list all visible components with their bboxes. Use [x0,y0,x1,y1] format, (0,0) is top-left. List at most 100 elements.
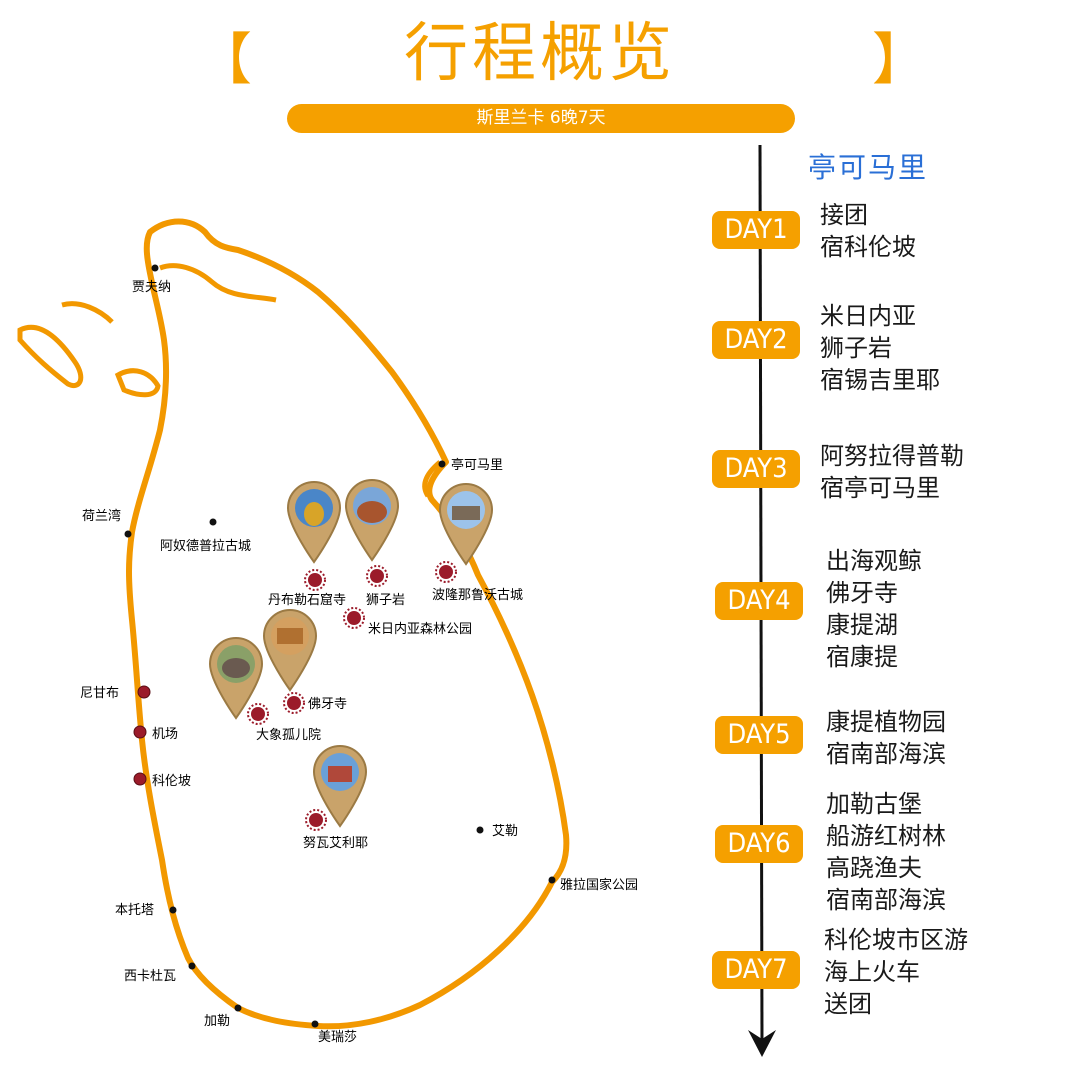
island-1 [17,324,84,388]
city-hikkaduwa: 西卡杜瓦 [124,962,196,984]
day-item: 送团 [824,990,872,1018]
day-items: 接团 宿科伦坡 [820,199,916,263]
elephant-label: 大象孤儿院 [256,728,321,743]
day-item: 宿南部海滨 [826,740,946,768]
day-item: 康提湖 [826,611,898,639]
day-item: 宿科伦坡 [820,233,916,261]
timeline-start-label: 亭可马里 [808,151,929,184]
page-title: 行程概览 [404,17,676,91]
mirissa-label: 美瑞莎 [318,1030,357,1045]
day-row: DAY4 [715,582,803,620]
yala-label: 雅拉国家公园 [560,877,638,893]
negombo-label: 尼甘布 [80,686,119,701]
title-bracket-left: 【 [196,28,252,93]
day-item: 康提植物园 [826,708,946,736]
city-colombo: 科伦坡 [133,772,191,789]
airport-label: 机场 [152,727,178,742]
city-airport: 机场 [133,725,178,742]
day-badge: DAY3 [712,450,800,488]
day-item: 米日内亚 [820,302,916,330]
polonnaruwa-label: 波隆那鲁沃古城 [432,588,523,603]
day-item: 宿南部海滨 [826,886,946,914]
colombo-label: 科伦坡 [152,774,191,789]
city-galle: 加勒 [204,1004,242,1029]
city-trincomalee: 亭可马里 [438,457,503,473]
day-item: 船游红树林 [826,822,946,850]
day-row: DAY1 [712,211,800,249]
title-bracket-right: 】 [872,28,928,93]
anuradhapura-label: 阿奴德普拉古城 [160,538,251,554]
city-anuradhapura: 阿奴德普拉古城 [160,518,251,554]
day-badge: DAY4 [715,582,803,620]
tooth-temple-label: 佛牙寺 [308,697,347,712]
day-item: 高跷渔夫 [826,854,922,882]
day-item: 佛牙寺 [826,579,898,607]
day-item: 科伦坡市区游 [824,926,968,954]
minneriya-label: 米日内亚森林公园 [368,621,472,637]
day-items: 科伦坡市区游 海上火车 送团 [824,924,968,1020]
day-item: 出海观鲸 [826,547,922,575]
spot-sigiriya: 狮子岩 [366,565,405,608]
day-badge: DAY1 [712,211,800,249]
spot-minneriya: 米日内亚森林公园 [343,607,472,637]
day-item: 接团 [820,201,868,229]
jaffna-label: 贾夫纳 [132,280,171,295]
day-row: DAY6 [715,825,803,863]
day-badge: DAY6 [715,825,803,863]
trincomalee-label: 亭可马里 [451,457,503,473]
island-3 [61,301,114,324]
day-item: 宿亭可马里 [820,474,940,502]
day-items: 米日内亚 狮子岩 宿锡吉里耶 [820,300,940,396]
pin-tooth-temple-photo [262,608,318,692]
trinco-bay [422,460,442,498]
hikkaduwa-label: 西卡杜瓦 [124,969,176,984]
spot-polonnaruwa: 波隆那鲁沃古城 [432,561,523,603]
day-item: 海上火车 [824,958,920,986]
day-badge: DAY7 [712,951,800,989]
galle-label: 加勒 [204,1014,230,1029]
island-2 [114,368,161,398]
city-negombo: 尼甘布 [80,685,151,701]
day-row: DAY2 [712,321,800,359]
pin-nuwara-eliya-photo [312,744,368,828]
day-badge: DAY5 [715,716,803,754]
day-item: 狮子岩 [820,334,892,362]
day-item: 阿努拉得普勒 [820,442,964,470]
sri-lanka-map: 贾夫纳 亭可马里 荷兰湾 阿奴德普拉古城 艾勒 雅拉国家公园 本托塔 西卡杜瓦 … [17,218,638,1045]
spot-nuwara-eliya: 努瓦艾利耶 [303,809,368,851]
day-row: DAY7 [712,951,800,989]
day-row: DAY5 [715,716,803,754]
day-item: 宿锡吉里耶 [820,366,940,394]
day-badge: DAY2 [712,321,800,359]
jaffna-coast [159,263,277,303]
day-items: 加勒古堡 船游红树林 高跷渔夫 宿南部海滨 [826,788,946,916]
city-mirissa: 美瑞莎 [311,1020,357,1045]
spot-tooth-temple: 佛牙寺 [283,692,347,714]
day-items: 出海观鲸 佛牙寺 康提湖 宿康提 [826,545,922,673]
pin-sigiriya-photo [344,478,400,562]
pin-dambulla-photo [286,480,342,564]
city-ella: 艾勒 [476,824,518,839]
nuwara-eliya-label: 努瓦艾利耶 [303,836,368,851]
city-dutch-bay: 荷兰湾 [82,508,132,538]
bentota-label: 本托塔 [115,903,154,918]
ella-label: 艾勒 [492,824,518,839]
pin-elephant-photo [208,636,264,720]
day-items: 康提植物园 宿南部海滨 [826,706,946,770]
island-outline [126,218,570,1030]
dambulla-label: 丹布勒石窟寺 [268,592,346,608]
arrow-down-icon [748,1030,776,1057]
spot-dambulla: 丹布勒石窟寺 [268,569,346,608]
pin-polonnaruwa-photo [438,482,494,566]
sigiriya-label: 狮子岩 [366,593,405,608]
subtitle-banner: 斯里兰卡 6晚7天 [287,104,795,133]
day-item: 宿康提 [826,643,898,671]
dutch-bay-label: 荷兰湾 [82,508,121,524]
city-bentota: 本托塔 [115,903,177,918]
city-jaffna: 贾夫纳 [132,264,171,295]
day-item: 加勒古堡 [826,790,922,818]
city-yala: 雅拉国家公园 [548,876,638,893]
day-items: 阿努拉得普勒 宿亭可马里 [820,440,964,504]
day-row: DAY3 [712,450,800,488]
spot-elephant: 大象孤儿院 [247,703,321,743]
